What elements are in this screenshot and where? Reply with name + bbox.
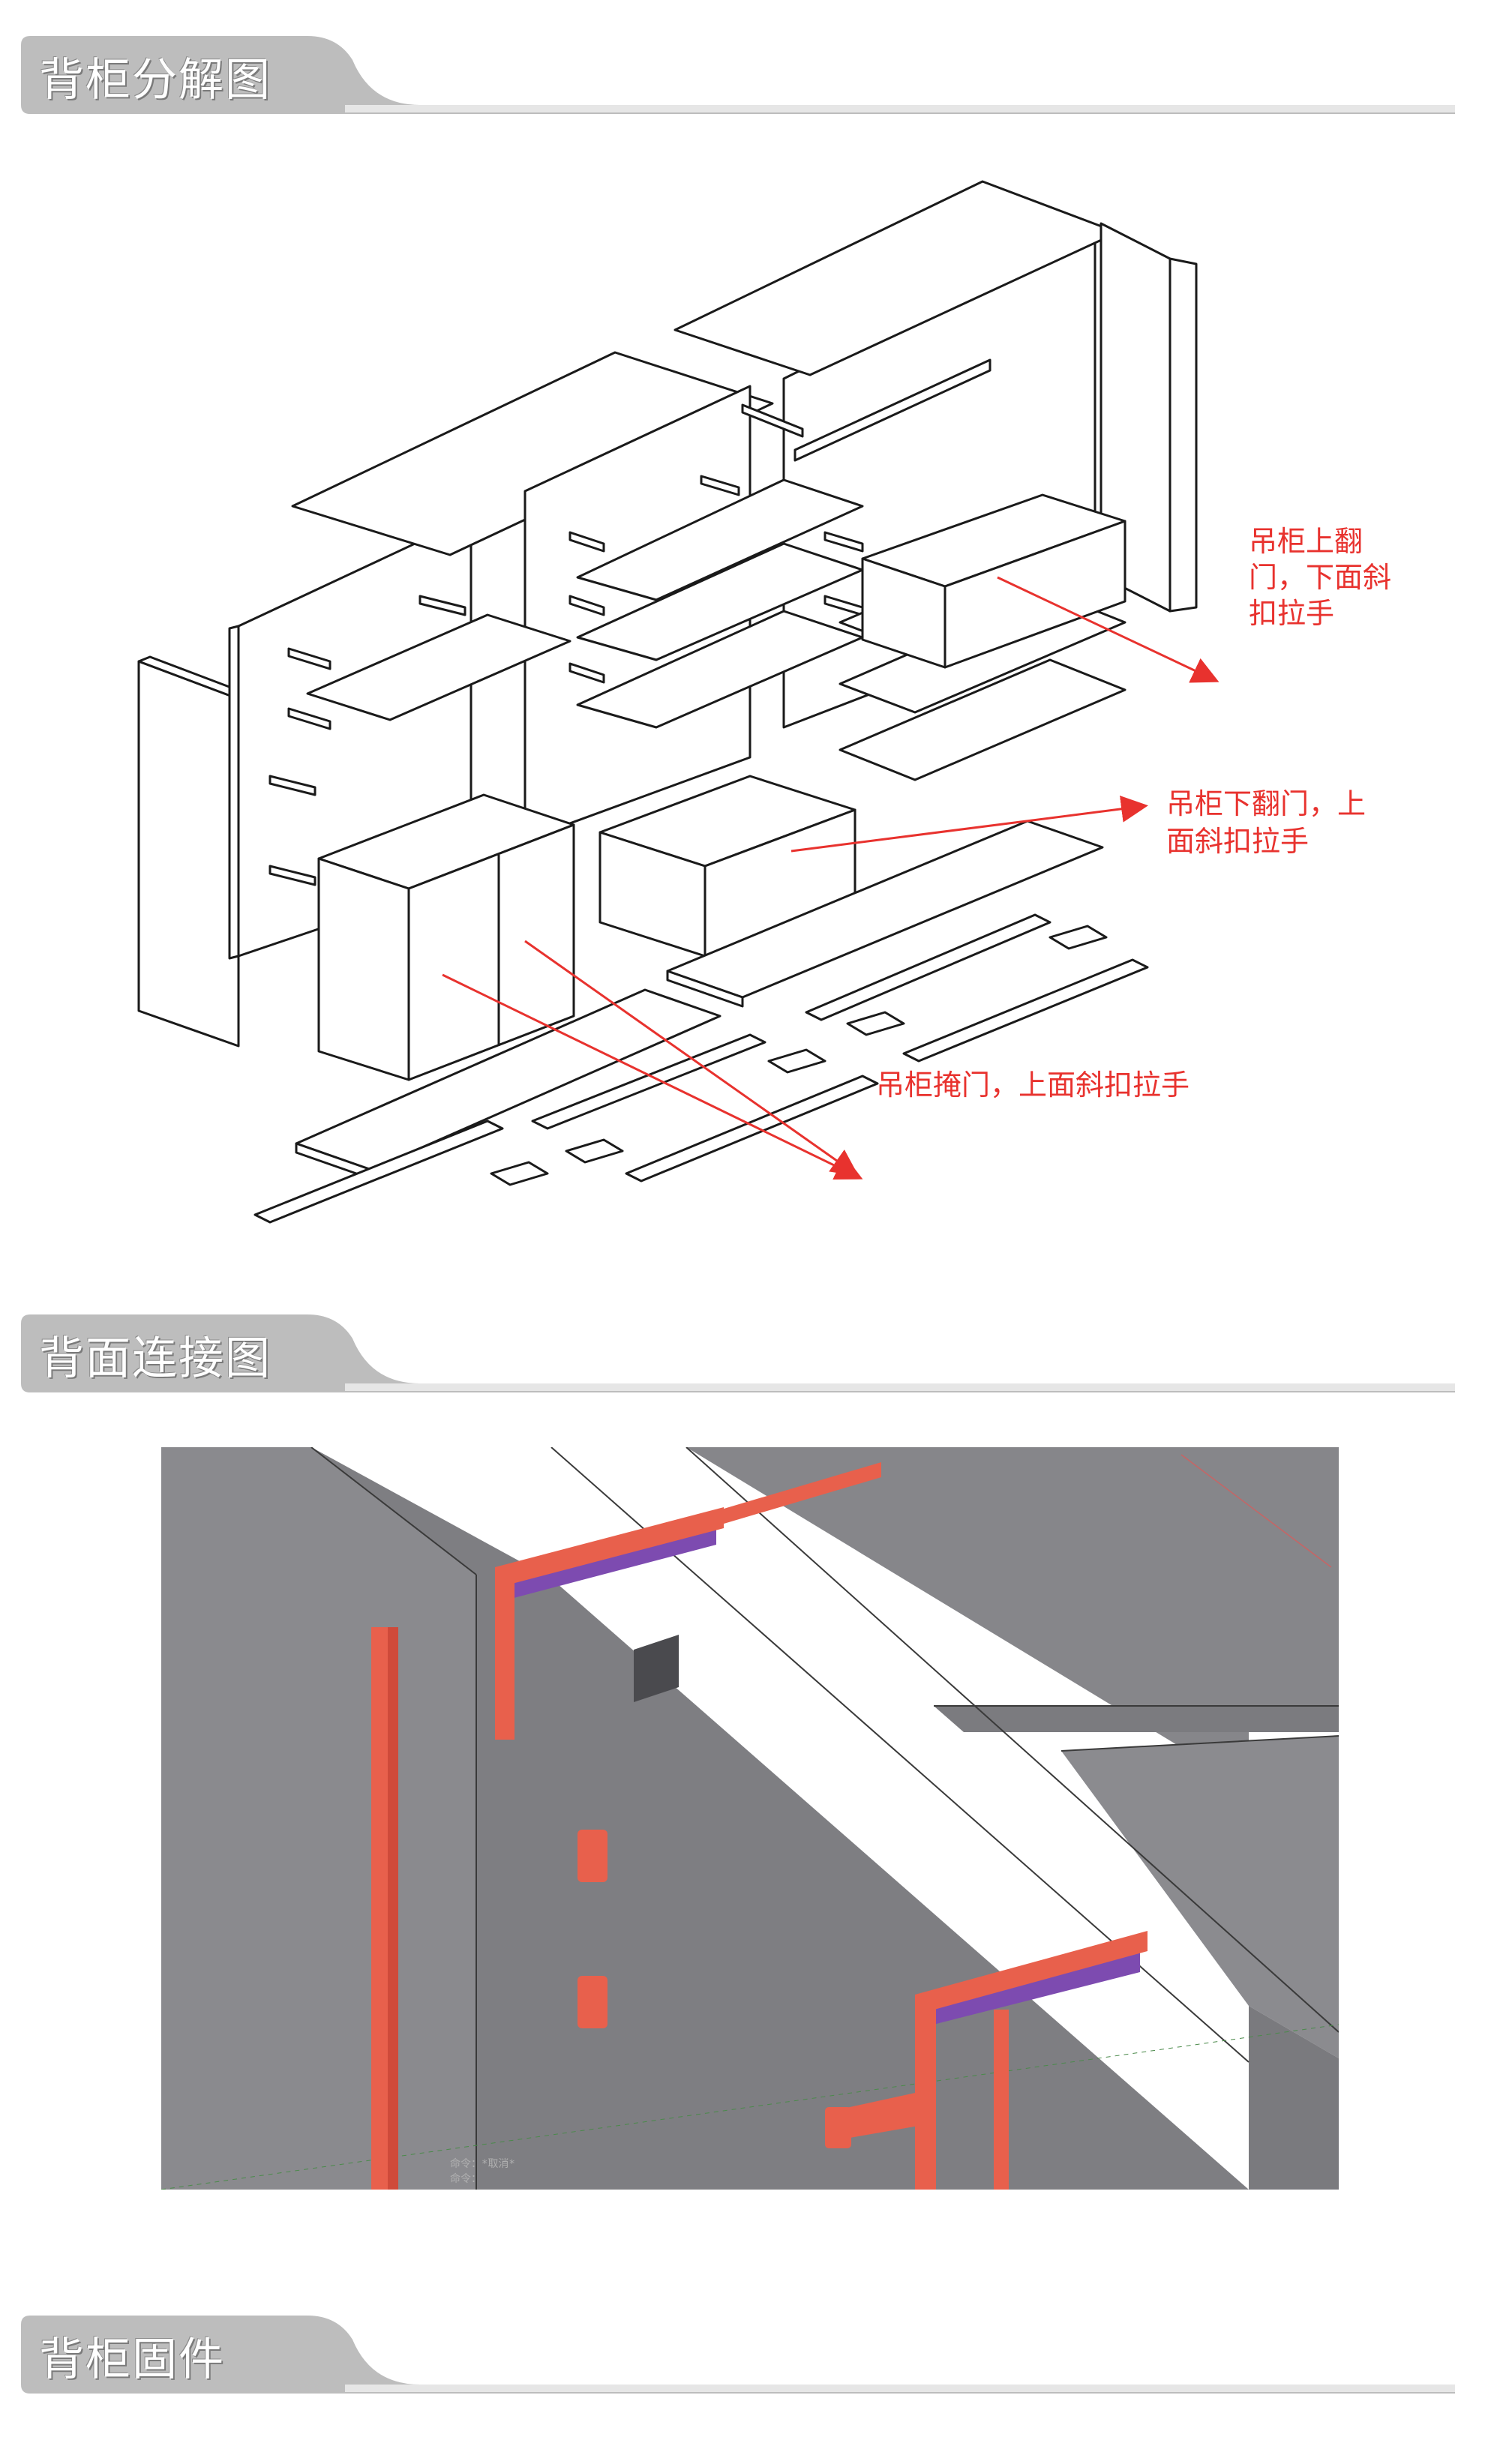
callouts: 吊柜上翻 门，下面斜 扣拉手 吊柜下翻门，上 面斜扣拉手 吊柜掩门，上面斜扣拉手 [876,525,1400,1102]
top-panel-lower [1061,1736,1339,2058]
bracket-bottom [825,1931,1148,2190]
bottom-strips [254,1120,549,1224]
bracket-vertical-left [371,1627,398,2190]
back-panel-left [161,1447,476,2190]
shelf [306,613,572,721]
handle-slot [741,403,804,438]
header-tab-shape [21,36,1455,114]
shelf-clips [268,475,864,886]
section-title: 背柜固件 [39,2334,225,2386]
command-line: 命令：*取消* 命令： [450,2157,515,2185]
annotation-arrows [442,576,1220,1180]
callout-up-flip: 吊柜上翻 门，下面斜 扣拉手 [1249,525,1400,630]
handle-slot [794,358,992,462]
left-top-panel [291,351,774,556]
bracket-top [495,1462,881,1740]
left-side-panel [137,655,250,1048]
wall-cabinet-down-flip [598,775,856,958]
svg-text:命令：: 命令： [450,2172,482,2185]
section-header-fittings: 背柜固件 [0,2280,1500,2400]
callout-swing-door: 吊柜掩门，上面斜扣拉手 [876,1069,1190,1102]
callout-down-flip: 吊柜下翻门，上 面斜扣拉手 [1166,787,1375,858]
section-header-back: 背面连接图 [0,1278,1500,1398]
base-strips-right [666,820,1149,1063]
section-header-exploded: 背柜分解图 [0,0,1500,120]
base-strips-left [295,988,879,1183]
back-connection-diagram: 命令：*取消* 命令： [161,1447,1339,2190]
exploded-cabinet-diagram: 吊柜上翻 门，下面斜 扣拉手 吊柜下翻门，上 面斜扣拉手 吊柜掩门，上面斜扣拉手 [137,180,1400,1224]
header-tab-shape [21,2316,1455,2394]
shelf [838,658,1126,781]
connector-block [634,1635,679,1702]
section-title: 背柜分解图 [39,54,272,106]
shelf [576,478,864,601]
header-tab-shape [21,1314,1455,1392]
section-title: 背面连接图 [39,1332,272,1385]
top-panel-right [686,1447,1339,1788]
svg-text:命令：*取消*: 命令：*取消* [450,2157,515,2170]
wall-cabinet-swing-door [317,793,575,1081]
right-side-panel [1100,222,1198,613]
mount-plate [578,1830,608,2028]
